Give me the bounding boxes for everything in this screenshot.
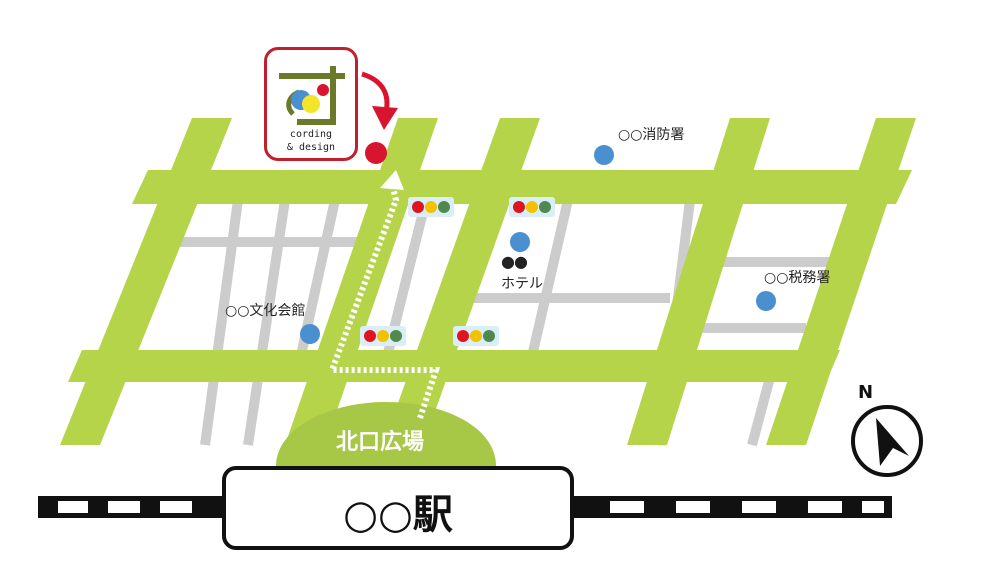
fire-station-dot-icon <box>594 145 614 165</box>
main-road-diagonal <box>627 118 770 445</box>
tax-office-label: ○○税務署 <box>764 270 831 286</box>
main-road-diagonal <box>766 118 916 445</box>
traffic-signal-icon <box>360 326 406 346</box>
company-logo <box>264 47 358 161</box>
traffic-signal-icon <box>453 326 499 346</box>
traffic-signal-icon <box>509 197 555 217</box>
logo-text-line1: cording <box>289 129 333 140</box>
main-road-diagonal <box>285 118 438 445</box>
destination-marker-icon <box>365 142 387 164</box>
railway-track <box>38 496 892 518</box>
north-plaza <box>276 402 496 466</box>
side-streets <box>170 198 832 447</box>
plaza-label: 北口広場 <box>335 430 424 455</box>
main-road-south <box>68 350 840 382</box>
side-street <box>200 199 243 446</box>
compass-north-label: N <box>858 382 874 403</box>
main-road-diagonal <box>383 118 540 445</box>
logo-mark-icon <box>279 66 345 125</box>
traffic-signal-icon <box>408 197 454 217</box>
hotel-marks: ●● <box>501 252 528 271</box>
compass-icon <box>851 405 923 477</box>
logo-text: cording & design <box>268 128 354 154</box>
culture-hall-label: ○○文化会館 <box>225 303 306 319</box>
side-street <box>243 199 290 446</box>
main-road-diagonal <box>60 118 232 445</box>
logo-text-line2: & design <box>286 142 336 153</box>
hotel-dot-icon <box>510 232 530 252</box>
side-street <box>747 368 777 447</box>
station-label: ○○駅 <box>343 492 453 538</box>
side-street <box>525 198 573 367</box>
curved-arrow-head-icon <box>372 106 398 130</box>
station-box <box>222 466 574 550</box>
route-arrowhead-icon <box>380 170 404 190</box>
tax-office-dot-icon <box>756 291 776 311</box>
culture-hall-dot-icon <box>300 324 320 344</box>
hotel-label: ホテル <box>501 276 543 292</box>
main-roads <box>60 118 916 445</box>
fire-station-label: ○○消防署 <box>618 127 685 143</box>
